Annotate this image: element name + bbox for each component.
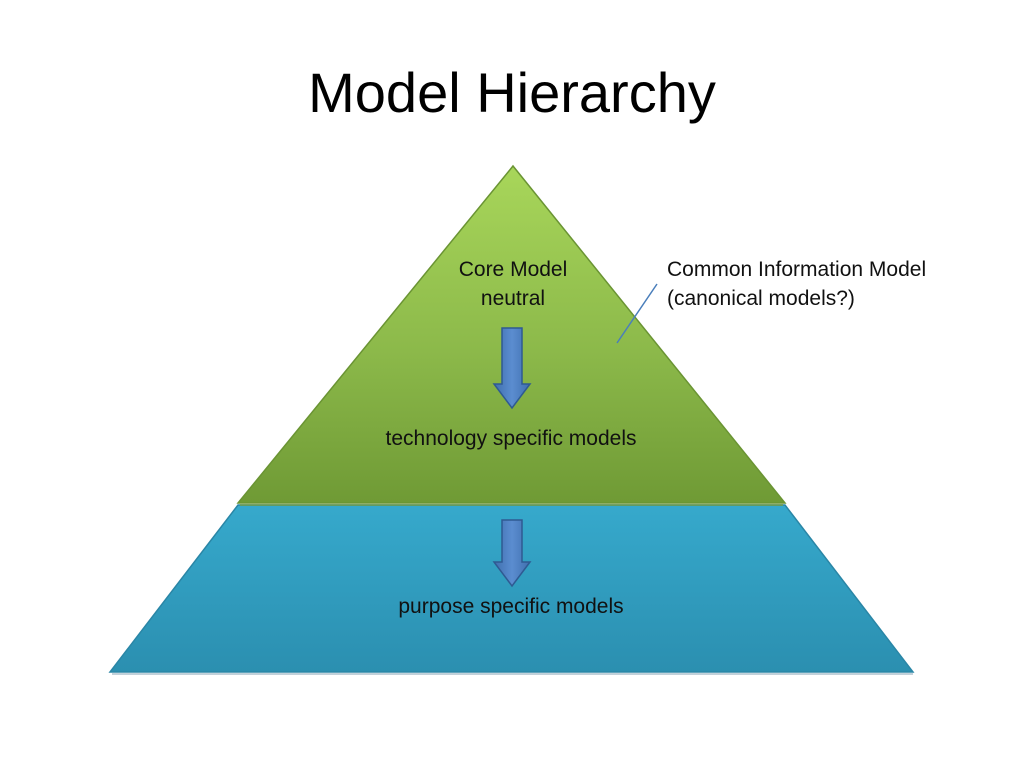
- arrow-down-icon: [492, 327, 532, 410]
- purpose-specific-label: purpose specific models: [398, 595, 624, 618]
- callout-connector: [616, 283, 658, 344]
- technology-specific-label: technology specific models: [385, 427, 637, 450]
- core-model-label: Core Model neutral: [408, 255, 618, 314]
- slide-title: Model Hierarchy: [308, 61, 716, 124]
- callout-line2: (canonical models?): [667, 287, 855, 311]
- callout-text: Common Information Model (canonical mode…: [667, 255, 926, 314]
- core-model-title: Core Model: [458, 258, 568, 281]
- core-model-subtitle: neutral: [480, 287, 546, 311]
- callout-line1: Common Information Model: [667, 258, 927, 281]
- arrow-down-icon: [492, 519, 532, 588]
